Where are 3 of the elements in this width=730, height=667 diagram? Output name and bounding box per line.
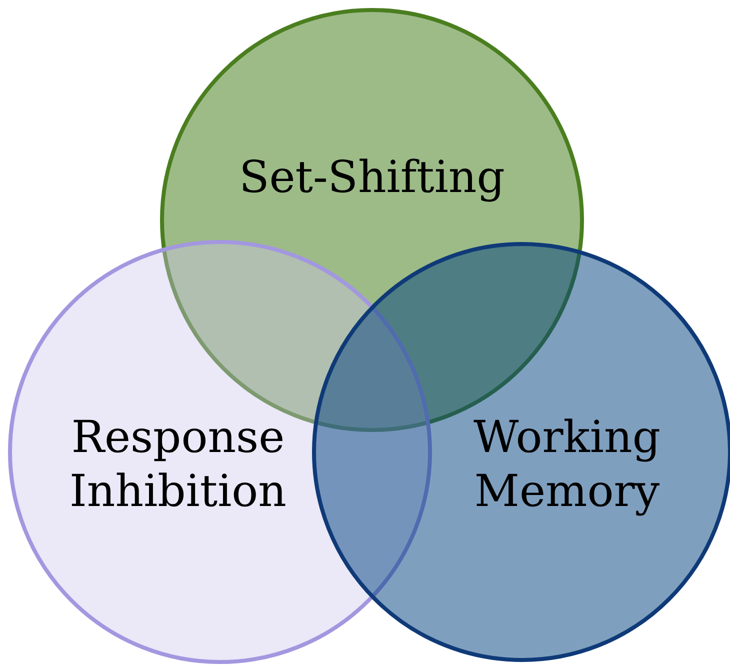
circle-label: Set-Shifting — [238, 151, 506, 205]
circle-label: Working Memory — [472, 411, 662, 519]
circle-label: Response Inhibition — [68, 411, 288, 519]
